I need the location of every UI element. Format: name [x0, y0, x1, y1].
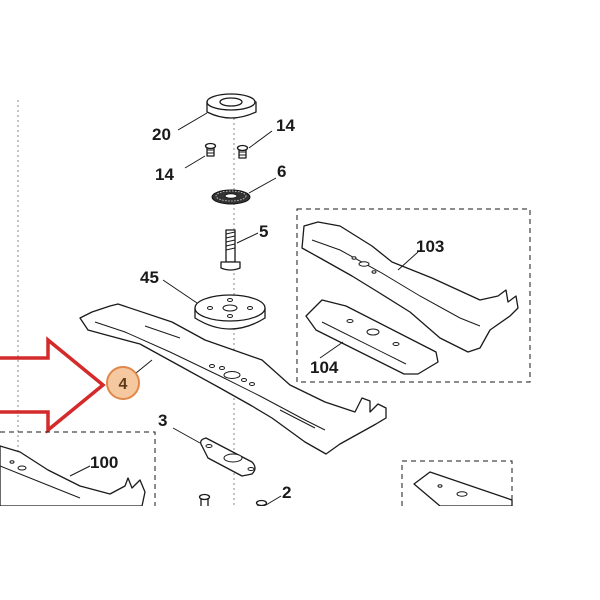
mounting-plate-part-3 — [200, 437, 256, 477]
leader-100 — [69, 465, 91, 477]
blade-part-104 — [305, 299, 439, 375]
crop-band — [0, 506, 600, 600]
bolt-part-5 — [220, 229, 241, 271]
leader-2 — [265, 495, 282, 506]
part-label-3: 3 — [158, 411, 167, 430]
part-label-14-left: 14 — [155, 165, 174, 184]
leader-14-right — [248, 130, 273, 149]
blade-part-bottom-right — [413, 471, 513, 507]
inset-box-100 — [0, 431, 156, 506]
leader-6 — [248, 177, 277, 194]
arrow-right-icon — [0, 336, 106, 434]
part-label-5: 5 — [259, 222, 268, 241]
part-label-45: 45 — [140, 268, 159, 287]
part-label-6: 6 — [277, 162, 286, 181]
screw-part-14-left — [204, 142, 217, 157]
blade-part-103 — [301, 221, 519, 353]
leader-20 — [177, 112, 208, 131]
leader-104 — [319, 341, 344, 359]
leader-4 — [135, 359, 153, 374]
part-label-100: 100 — [90, 453, 118, 472]
washer-part-6 — [211, 189, 251, 205]
adapter-disc-part-45 — [194, 294, 266, 330]
blade-part-100 — [0, 445, 146, 507]
inset-box-bottom-right — [401, 460, 513, 506]
part-label-4: 4 — [119, 376, 128, 393]
bearing-part-20 — [206, 93, 257, 119]
part-label-103: 103 — [416, 237, 444, 256]
screw-part-14-right — [236, 144, 249, 159]
leader-5 — [236, 232, 259, 244]
leader-3 — [172, 427, 201, 444]
leader-103 — [397, 251, 419, 271]
part-label-104: 104 — [310, 358, 339, 377]
leader-14-left — [184, 155, 206, 169]
callout-circle-4 — [106, 366, 140, 400]
part-label-20: 20 — [152, 125, 171, 144]
main-blade-part-4 — [79, 303, 387, 455]
part-label-2: 2 — [282, 483, 291, 502]
part-label-14-right: 14 — [276, 116, 295, 135]
leader-45 — [162, 279, 198, 304]
inset-box-103-104 — [296, 208, 531, 383]
